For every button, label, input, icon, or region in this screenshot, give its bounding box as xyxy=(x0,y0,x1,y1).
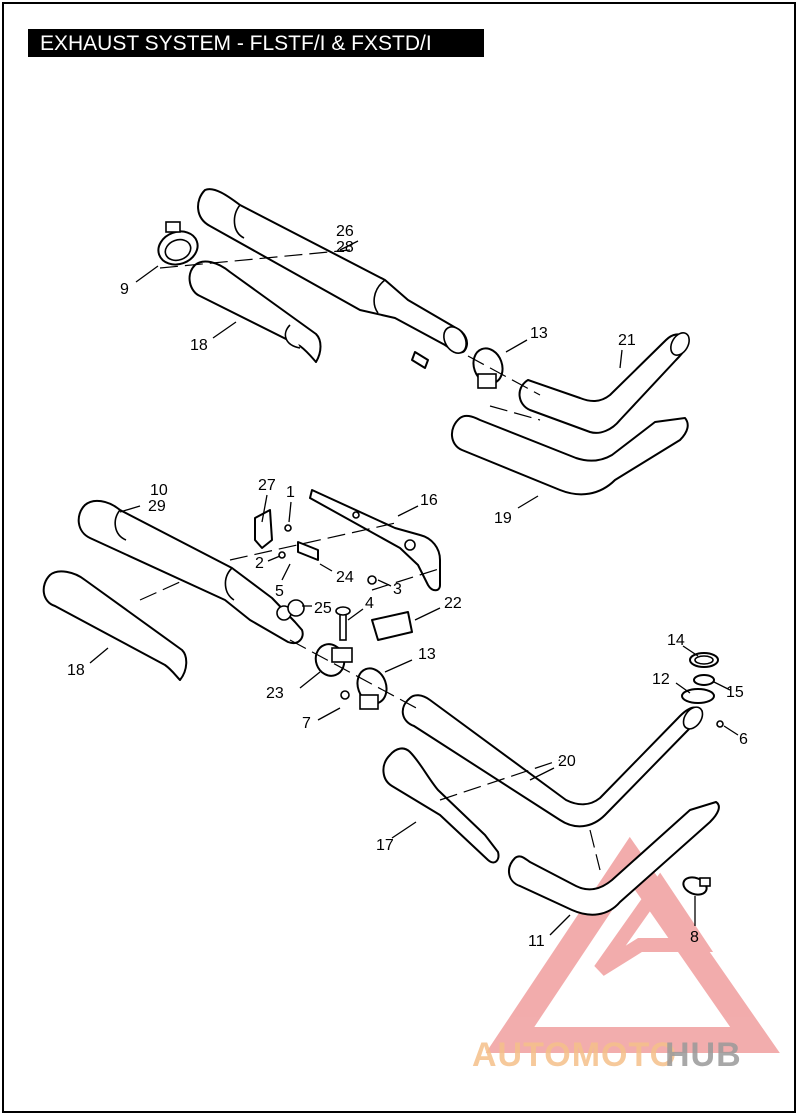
callout-25: 25 xyxy=(314,600,332,617)
callout-7: 7 xyxy=(302,715,311,732)
heat-shield-18-upper xyxy=(188,260,322,363)
muffler-lower xyxy=(77,499,304,644)
leader-lines xyxy=(89,240,739,936)
callout-21: 21 xyxy=(618,332,636,349)
gaskets xyxy=(681,652,724,728)
callout-15: 15 xyxy=(726,684,744,701)
heat-shield-19 xyxy=(451,414,689,496)
callout-13-lower: 13 xyxy=(418,646,436,663)
callout-6: 6 xyxy=(739,731,748,748)
heat-shield-11 xyxy=(508,801,720,916)
callout-24: 24 xyxy=(336,569,354,586)
watermark-part2: HUB xyxy=(665,1036,742,1074)
alignment-lines xyxy=(139,249,601,871)
callout-8: 8 xyxy=(690,929,699,946)
callout-18-upper: 18 xyxy=(190,337,208,354)
callout-13-upper: 13 xyxy=(530,325,548,342)
callout-16: 16 xyxy=(420,492,438,509)
watermark-text: AUTOMOTO HUB xyxy=(472,1036,742,1074)
callout-27: 27 xyxy=(258,477,276,494)
clamp-23 xyxy=(314,643,353,700)
support-bracket-16 xyxy=(309,489,441,592)
callout-2: 2 xyxy=(255,555,264,572)
callout-12: 12 xyxy=(652,671,670,688)
callout-10: 10 xyxy=(150,482,168,499)
watermark-part1: AUTOMOTO xyxy=(472,1036,677,1074)
callout-20: 20 xyxy=(558,753,576,770)
clamp-13-upper xyxy=(472,347,504,389)
heat-shield-18-lower xyxy=(42,570,188,681)
callout-19: 19 xyxy=(494,510,512,527)
callout-3: 3 xyxy=(393,581,402,598)
header-pipe-21 xyxy=(518,332,690,434)
callout-11: 11 xyxy=(528,933,545,950)
callout-26: 26 xyxy=(336,223,354,240)
callout-14: 14 xyxy=(667,632,685,649)
callout-28: 28 xyxy=(336,239,354,256)
clamp-13-lower xyxy=(356,667,388,710)
page-title: EXHAUST SYSTEM - FLSTF/I & FXSTD/I xyxy=(28,29,484,57)
bracket-27 xyxy=(254,509,413,641)
callout-5: 5 xyxy=(275,583,284,600)
callout-23: 23 xyxy=(266,685,284,702)
heat-shield-17 xyxy=(382,747,500,864)
clamp-9 xyxy=(157,221,199,266)
callout-29: 29 xyxy=(148,498,166,515)
clamp-8 xyxy=(682,876,711,896)
callout-17: 17 xyxy=(376,837,394,854)
callout-labels: 26 28 9 18 13 21 19 27 1 16 10 29 2 24 3… xyxy=(67,223,748,950)
callout-9: 9 xyxy=(120,281,129,298)
callout-1: 1 xyxy=(286,484,295,501)
muffler-upper xyxy=(197,188,468,369)
watermark-logo xyxy=(485,836,780,1053)
callout-22: 22 xyxy=(444,595,462,612)
header-pipe-20 xyxy=(401,694,704,828)
callout-4: 4 xyxy=(365,595,374,612)
callout-18-lower: 18 xyxy=(67,662,85,679)
